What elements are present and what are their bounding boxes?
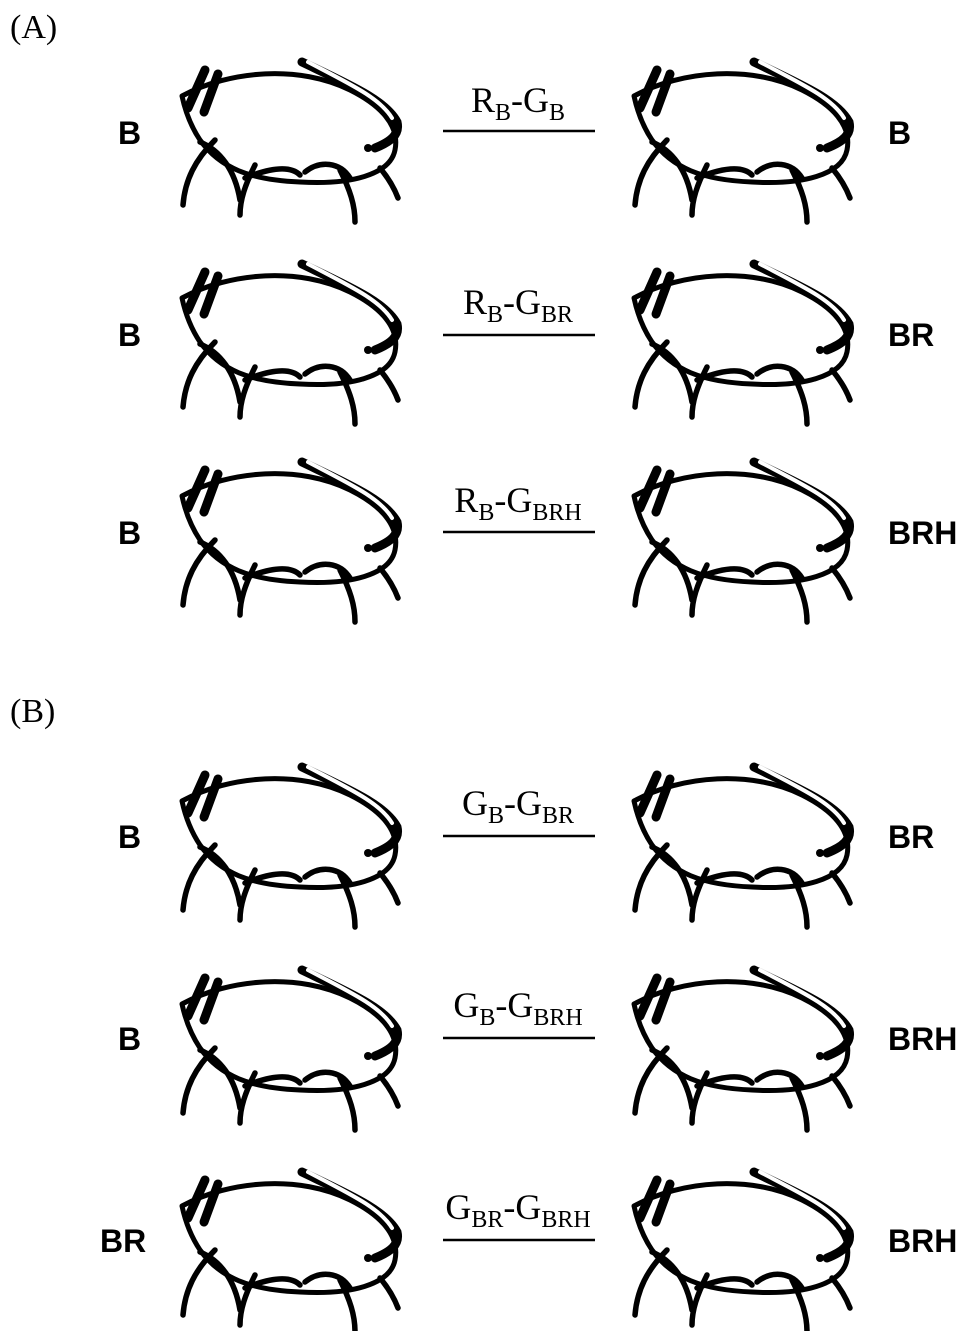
aphid-right <box>634 62 850 222</box>
left-label: BR <box>100 1223 146 1259</box>
panel-b: (B) B GB-GBR BR B GB-GB <box>10 693 957 1331</box>
aphid-right <box>634 1172 850 1331</box>
panel-label-b: (B) <box>10 693 55 730</box>
left-label: B <box>118 317 141 353</box>
cross-label: RB-GBRH <box>454 480 581 526</box>
cross-label: GB-GBRH <box>453 985 582 1031</box>
aphid-left <box>182 767 398 927</box>
aphid-right <box>634 462 850 622</box>
cross-row-a1: B RB-GB B <box>118 62 911 222</box>
aphid-left <box>182 62 398 222</box>
left-label: B <box>118 1021 141 1057</box>
cross-label: RB-GBR <box>463 282 573 328</box>
cross-label: GB-GBR <box>462 783 574 829</box>
cross-row-a3: B RB-GBRH BRH <box>118 462 957 622</box>
cross-row-b2: B GB-GBRH BRH <box>118 970 957 1130</box>
aphid-left <box>182 1172 398 1331</box>
right-label: BRH <box>888 1021 957 1057</box>
aphid-left <box>182 970 398 1130</box>
aphid-left <box>182 264 398 424</box>
cross-row-b1: B GB-GBR BR <box>118 767 934 927</box>
right-label: BRH <box>888 1223 957 1259</box>
panel-label-a: (A) <box>10 9 57 46</box>
aphid-right <box>634 970 850 1130</box>
aphid-right <box>634 767 850 927</box>
left-label: B <box>118 515 141 551</box>
cross-label: GBR-GBRH <box>445 1187 590 1233</box>
right-label: B <box>888 115 911 151</box>
aphid-left <box>182 462 398 622</box>
right-label: BR <box>888 317 934 353</box>
cross-row-b3: BR GBR-GBRH BRH <box>100 1172 957 1331</box>
right-label: BRH <box>888 515 957 551</box>
aphid-right <box>634 264 850 424</box>
left-label: B <box>118 819 141 855</box>
panel-a: (A) B RB-GB B B RB-GBR <box>10 9 957 622</box>
cross-label: RB-GB <box>471 80 565 126</box>
cross-row-a2: B RB-GBR BR <box>118 264 934 424</box>
left-label: B <box>118 115 141 151</box>
right-label: BR <box>888 819 934 855</box>
